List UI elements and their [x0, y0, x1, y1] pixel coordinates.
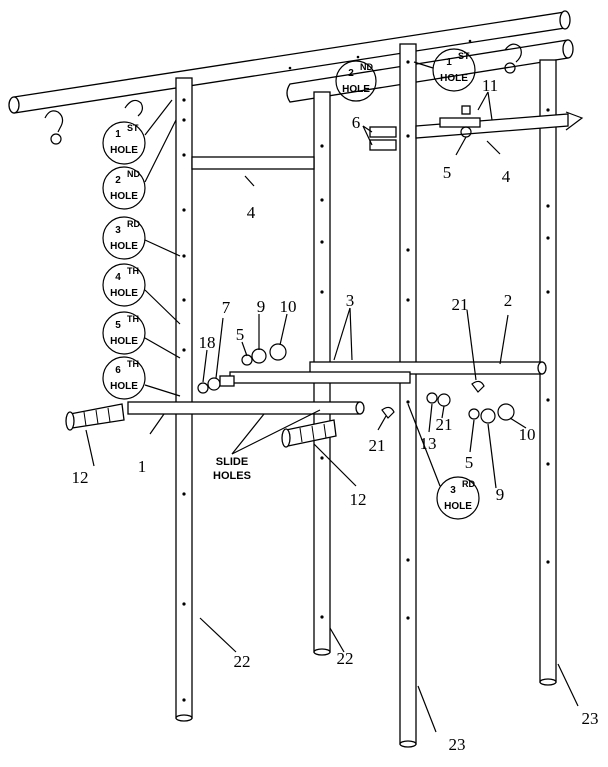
part-number-12-left: 12 — [72, 468, 89, 487]
svg-text:1: 1 — [115, 129, 121, 140]
hole-callout-4th-left: 4 TH HOLE — [102, 263, 181, 325]
part-number-9-right: 9 — [496, 485, 505, 504]
svg-text:HOLE: HOLE — [110, 145, 138, 156]
slide-holes-label-line1: SLIDE — [216, 456, 248, 468]
svg-text:HOLE: HOLE — [110, 241, 138, 252]
part-number-1: 1 — [138, 457, 147, 476]
part-number-22-mid: 22 — [337, 649, 354, 668]
hardware-mid-right — [381, 380, 515, 424]
part-number-2: 2 — [504, 291, 513, 310]
svg-text:ND: ND — [360, 62, 373, 72]
part-number-4-right: 4 — [502, 167, 511, 186]
upright-post-front-right — [399, 43, 417, 748]
crossbar-right-4 — [415, 111, 584, 139]
svg-text:RD: RD — [127, 219, 140, 229]
slide-holes-label-line2: HOLES — [213, 470, 251, 482]
svg-text:TH: TH — [127, 359, 139, 369]
svg-text:3: 3 — [115, 225, 121, 236]
svg-text:HOLE: HOLE — [440, 73, 468, 84]
part-number-18: 18 — [199, 333, 216, 352]
hole-callout-3rd-left: 3 RD HOLE — [102, 216, 181, 260]
hole-callout-1st-top: 1 ST HOLE — [413, 48, 476, 92]
part-number-11: 11 — [482, 76, 498, 95]
part-number-7: 7 — [222, 298, 231, 317]
hole-callout-6th-left: 6 TH HOLE — [102, 356, 181, 400]
part-number-10-right: 10 — [519, 425, 536, 444]
part-number-12-mid: 12 — [350, 490, 367, 509]
handle-grip-mid — [281, 419, 337, 448]
part-number-5-mid: 5 — [236, 325, 245, 344]
svg-text:2: 2 — [348, 68, 354, 79]
top-rail — [8, 10, 574, 114]
part-number-4-left: 4 — [247, 203, 256, 222]
part-number-21-right: 21 — [436, 415, 453, 434]
part-number-6: 6 — [352, 113, 361, 132]
svg-text:HOLE: HOLE — [444, 501, 472, 512]
svg-text:6: 6 — [115, 365, 121, 376]
hardware-mid-left — [197, 343, 287, 394]
svg-text:HOLE: HOLE — [110, 381, 138, 392]
crossbar-3 — [229, 371, 411, 384]
hole-callout-1st-left: 1 ST HOLE — [102, 99, 173, 165]
svg-text:TH: TH — [127, 314, 139, 324]
part-number-21-mid: 21 — [369, 436, 386, 455]
svg-text:3: 3 — [450, 485, 456, 496]
leader-lines — [85, 91, 579, 733]
svg-text:ND: ND — [127, 169, 140, 179]
upright-post-front-left — [175, 77, 193, 722]
part-number-9-top: 9 — [257, 297, 266, 316]
hole-callout-3rd-low: 3 RD HOLE — [407, 403, 480, 520]
svg-text:5: 5 — [115, 320, 121, 331]
part-number-13: 13 — [420, 434, 437, 453]
svg-text:4: 4 — [115, 272, 121, 283]
part-number-5-right: 5 — [465, 453, 474, 472]
svg-text:ST: ST — [127, 123, 139, 133]
part-number-21-top: 21 — [452, 295, 469, 314]
part-number-5-top: 5 — [443, 163, 452, 182]
svg-text:HOLE: HOLE — [110, 191, 138, 202]
svg-text:HOLE: HOLE — [110, 336, 138, 347]
svg-text:RD: RD — [462, 479, 475, 489]
svg-text:2: 2 — [115, 175, 121, 186]
svg-text:1: 1 — [446, 57, 452, 68]
crossbar-left-4 — [191, 156, 315, 170]
svg-text:HOLE: HOLE — [110, 288, 138, 299]
part-number-10-top: 10 — [280, 297, 297, 316]
hook-right — [504, 43, 522, 74]
hole-callout-2nd-left: 2 ND HOLE — [102, 119, 177, 210]
upright-post-rear-right — [539, 59, 557, 686]
svg-text:TH: TH — [127, 266, 139, 276]
crossbar-front-1 — [127, 401, 365, 415]
part-number-3: 3 — [346, 291, 355, 310]
hole-callout-2nd-top: 2 ND HOLE — [335, 60, 377, 102]
hardware-bolts-top — [369, 105, 481, 151]
handle-grip-left — [65, 403, 125, 431]
part-number-22-left: 22 — [234, 652, 251, 671]
hook-left — [44, 99, 144, 145]
svg-text:ST: ST — [458, 51, 470, 61]
part-number-23-right: 23 — [582, 709, 599, 728]
svg-text:HOLE: HOLE — [342, 84, 370, 95]
crossbar-rear-2 — [309, 361, 547, 375]
hole-callout-5th-left: 5 TH HOLE — [102, 311, 181, 359]
part-number-23-mid: 23 — [449, 735, 466, 754]
